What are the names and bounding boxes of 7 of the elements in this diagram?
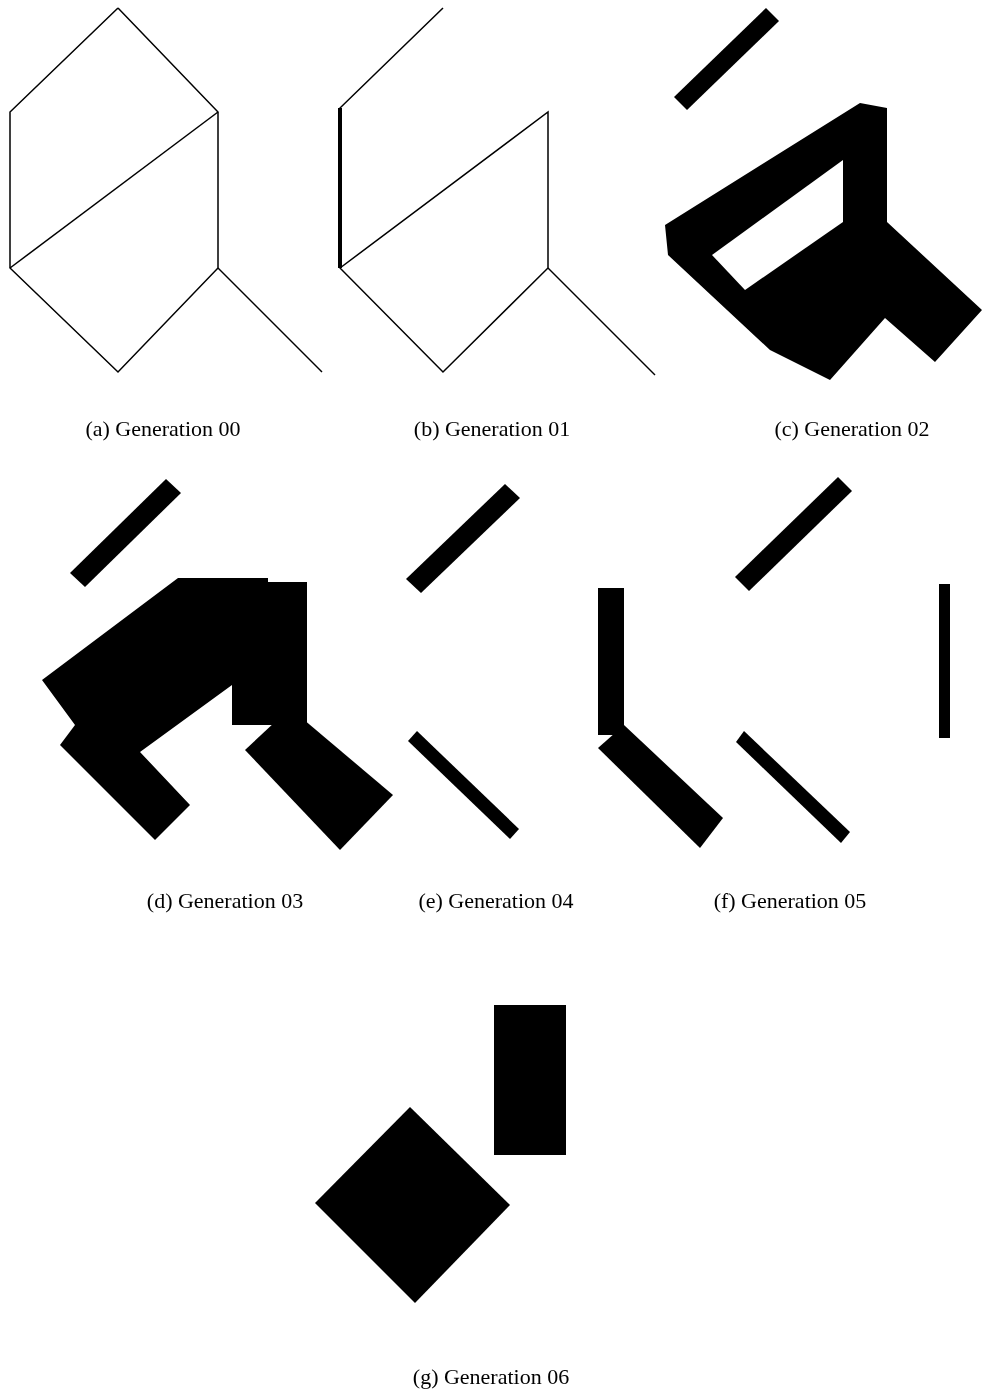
figure-caption: (f) Generation 05 bbox=[713, 888, 867, 914]
figure-caption: (g) Generation 06 bbox=[412, 1364, 570, 1390]
figure-caption: (d) Generation 03 bbox=[146, 888, 304, 914]
figure-caption: (e) Generation 04 bbox=[418, 888, 574, 914]
figure-caption: (a) Generation 00 bbox=[85, 416, 241, 442]
figure-caption: (b) Generation 01 bbox=[413, 416, 571, 442]
figure-caption: (c) Generation 02 bbox=[774, 416, 930, 442]
